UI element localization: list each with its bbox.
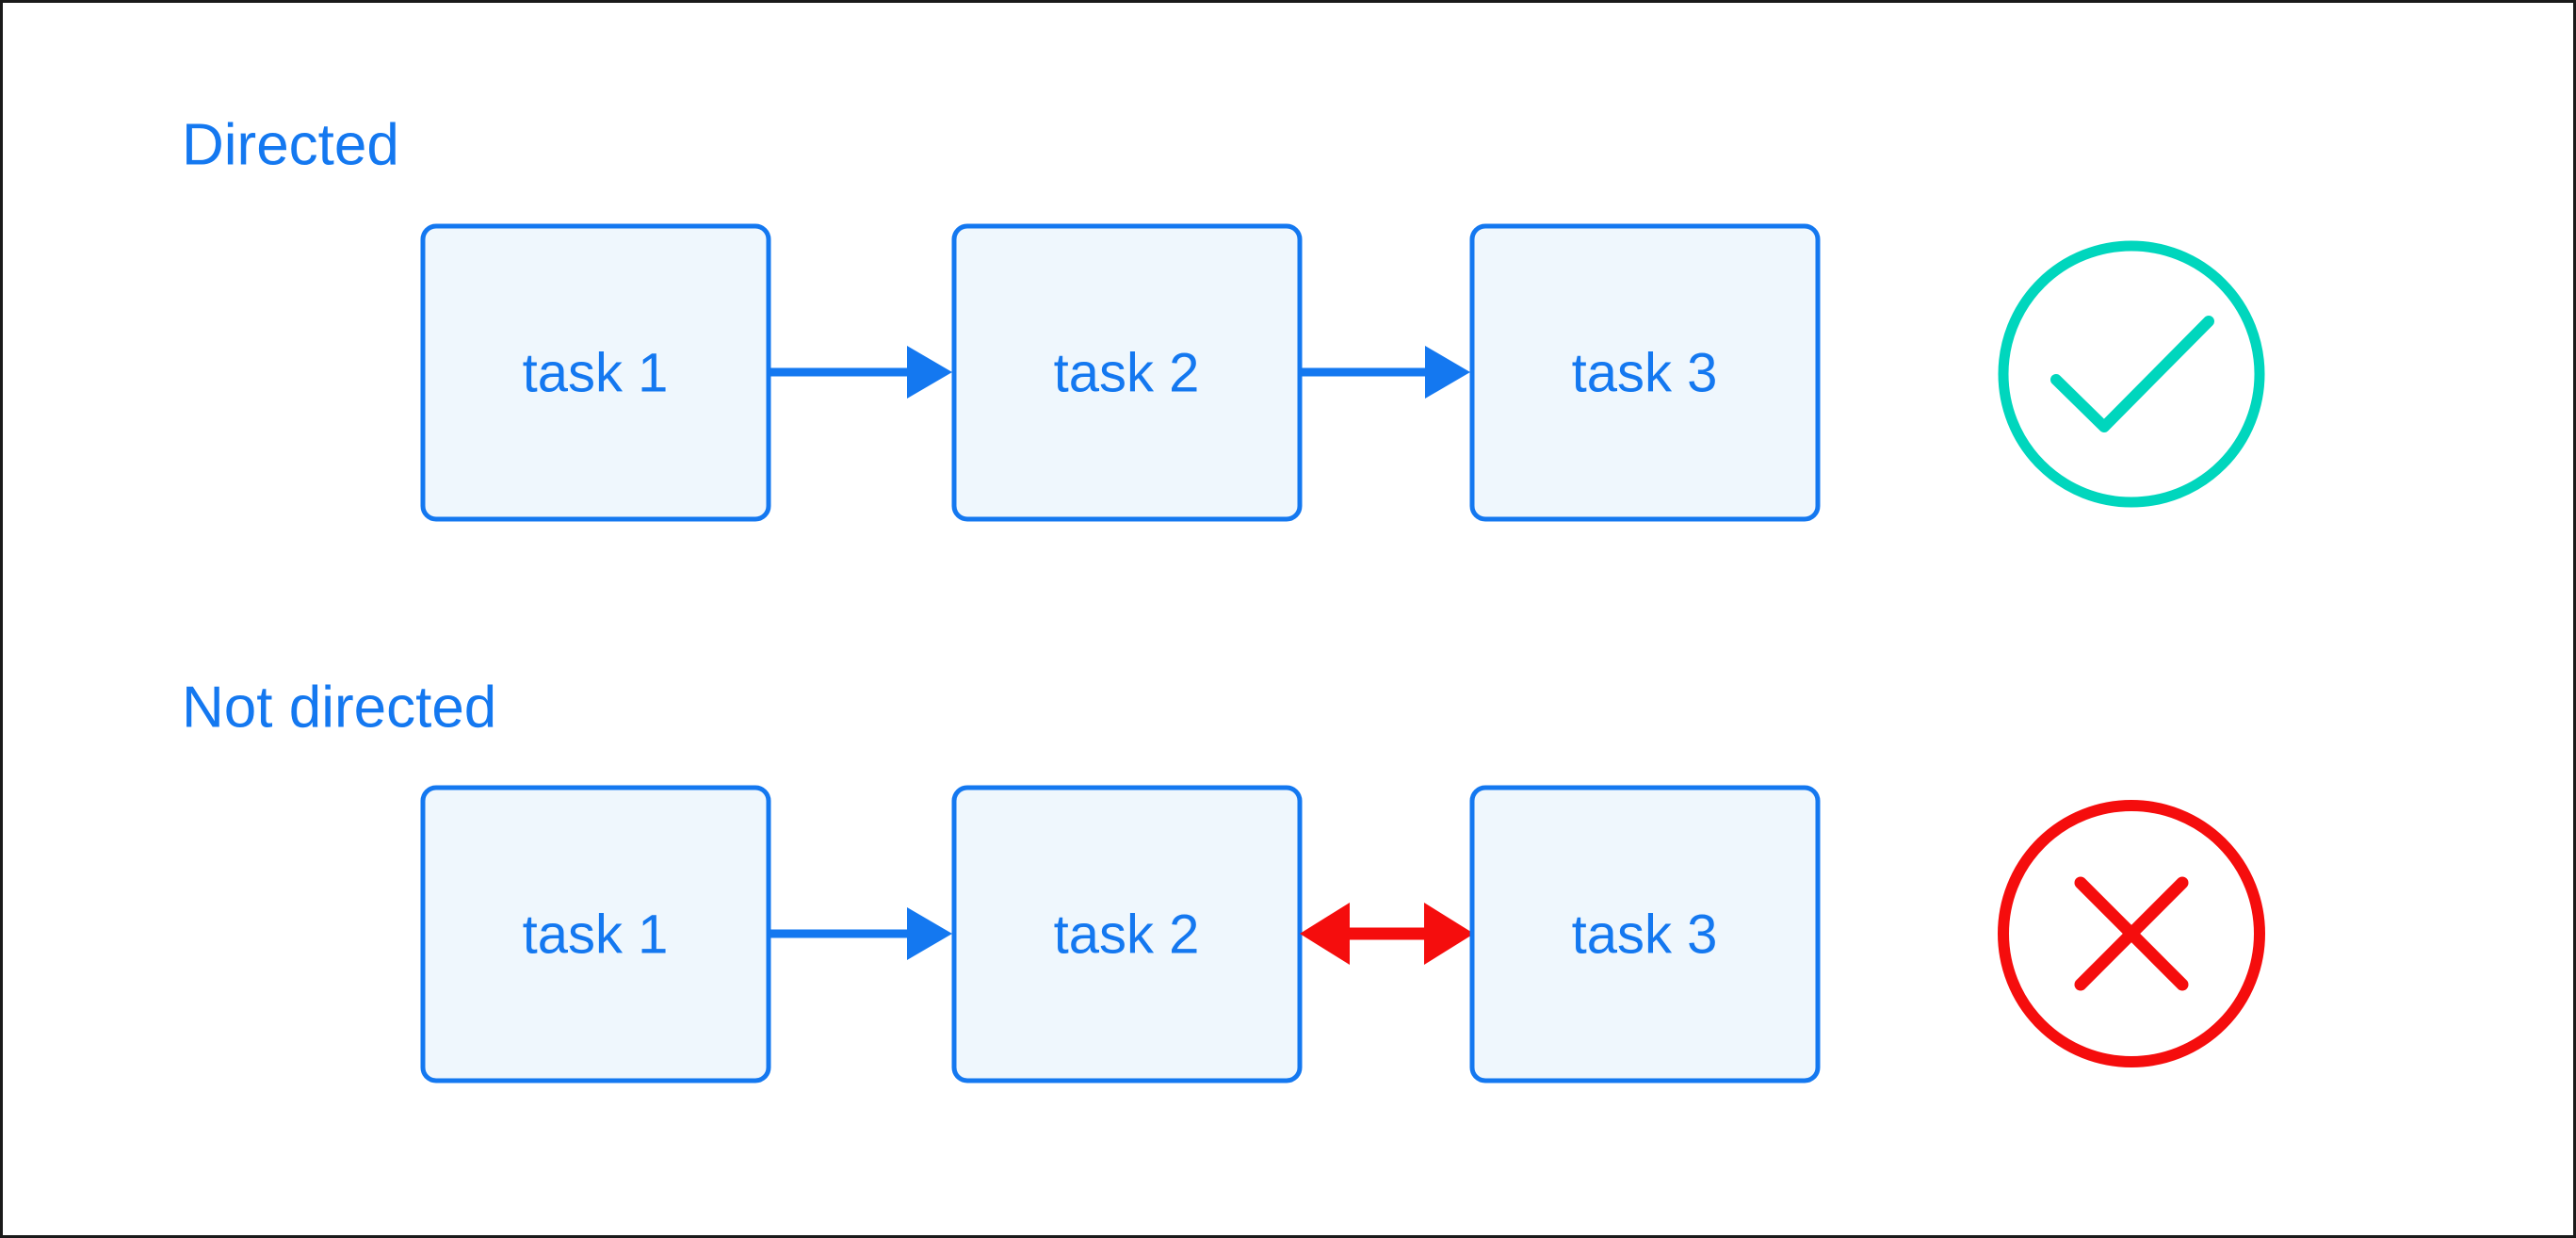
directed-graph-diagram: Directed task 1 task 2 <box>182 112 2265 1083</box>
node-box <box>1469 223 1821 522</box>
edge-not-directed-task1-task2 <box>770 907 952 960</box>
node-box <box>951 785 1303 1083</box>
node-label: task 1 <box>523 343 669 404</box>
arrowhead-left-icon <box>1300 903 1350 965</box>
check-mark <box>2050 316 2214 432</box>
edge-directed-task1-task2 <box>770 346 952 399</box>
node-label: task 2 <box>1054 904 1200 966</box>
arrowhead-right-icon <box>1424 903 1474 965</box>
node-label: task 2 <box>1054 343 1200 404</box>
node-label: task 3 <box>1572 343 1718 404</box>
node-not-directed-task-2[interactable]: task 2 <box>951 785 1303 1083</box>
node-box <box>420 785 771 1083</box>
node-box <box>420 223 771 522</box>
node-box <box>951 223 1303 522</box>
check-circle-icon <box>1998 240 2265 508</box>
status-circle <box>1998 240 2265 508</box>
node-directed-task-2[interactable]: task 2 <box>951 223 1303 522</box>
edge-not-directed-task2-task3-bidirectional <box>1300 903 1474 965</box>
node-not-directed-task-1[interactable]: task 1 <box>420 785 771 1083</box>
node-directed-task-3[interactable]: task 3 <box>1469 223 1821 522</box>
node-label: task 3 <box>1572 904 1718 966</box>
node-directed-task-1[interactable]: task 1 <box>420 223 771 522</box>
section-directed: Directed task 1 task 2 <box>182 112 2265 522</box>
arrowhead-right-icon <box>907 907 952 960</box>
node-label: task 1 <box>523 904 669 966</box>
section-not-directed: Not directed task 1 task 2 <box>182 675 2265 1083</box>
x-circle-icon <box>1998 800 2265 1067</box>
section-label-directed: Directed <box>182 112 399 177</box>
x-mark-stroke-b <box>2074 876 2189 991</box>
edge-directed-task2-task3 <box>1302 346 1470 399</box>
arrowhead-right-icon <box>1425 346 1470 399</box>
node-not-directed-task-3[interactable]: task 3 <box>1469 785 1821 1083</box>
status-circle <box>1998 800 2265 1067</box>
arrowhead-right-icon <box>907 346 952 399</box>
node-box <box>1469 785 1821 1083</box>
section-label-not-directed: Not directed <box>182 675 496 740</box>
